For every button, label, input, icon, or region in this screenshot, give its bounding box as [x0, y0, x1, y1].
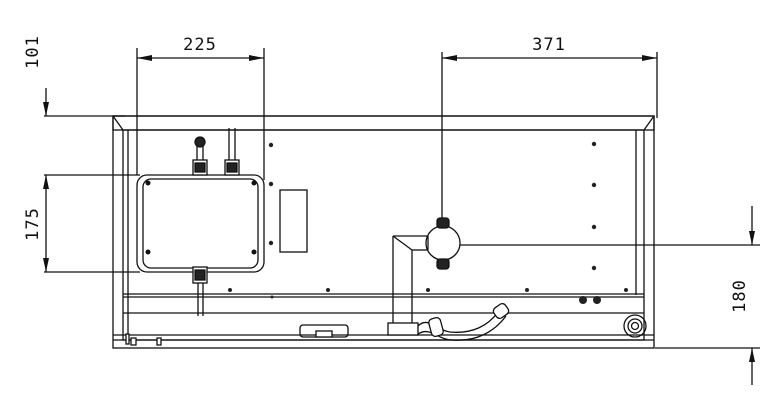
drain-tray	[299, 324, 349, 338]
dim-180-label: 180	[730, 279, 750, 313]
cable-gland-top-right	[224, 128, 240, 176]
dimension-225: 225	[136, 35, 265, 180]
dim-101-label: 101	[23, 35, 43, 69]
dim-225-label: 225	[183, 35, 217, 55]
dim-175-label: 175	[23, 207, 43, 241]
junction-box	[136, 174, 265, 273]
main-housing	[112, 115, 655, 349]
dimension-101: 101	[23, 35, 125, 117]
label-plate	[279, 189, 308, 253]
feet-left	[125, 333, 162, 346]
dimension-180: 180	[455, 206, 760, 385]
dimension-175: 175	[23, 174, 140, 273]
dimension-371: 371	[441, 35, 658, 240]
pipe-assembly	[387, 217, 461, 336]
drain-outlet	[623, 314, 647, 338]
cable-gland-bottom	[192, 266, 208, 316]
dim-371-label: 371	[532, 35, 566, 55]
knob-left	[579, 296, 587, 304]
cable-gland-top-left	[192, 136, 208, 176]
knob-right	[593, 296, 601, 304]
flexible-hose	[417, 302, 510, 341]
rivets	[228, 141, 628, 299]
